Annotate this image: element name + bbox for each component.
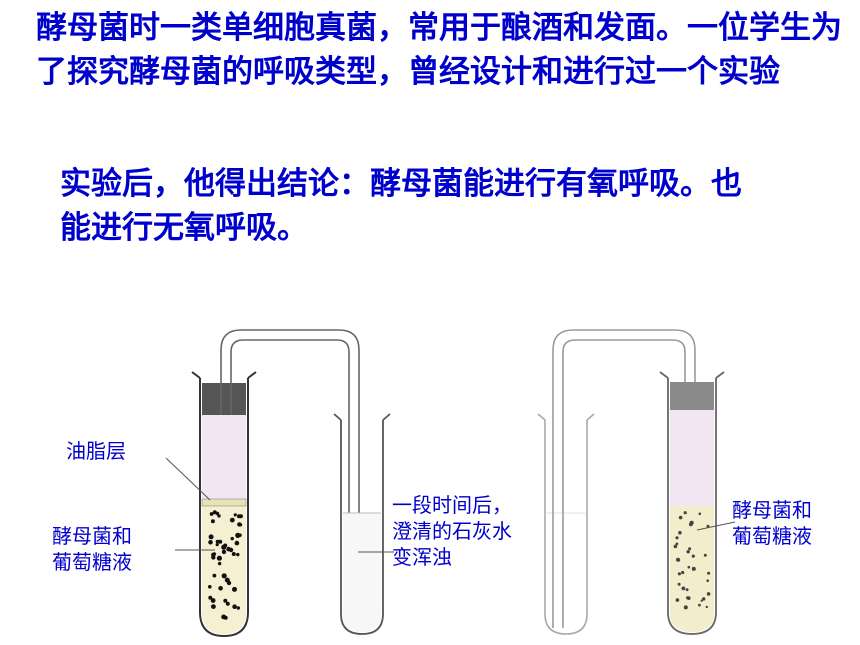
yeast-particle [706, 579, 709, 582]
yeast-particle [698, 603, 701, 607]
yeast-particle [230, 536, 234, 541]
yeast-particle [223, 598, 228, 603]
yeast-particle [707, 571, 711, 575]
yeast-particle [702, 597, 706, 601]
yeast-particle [691, 554, 695, 558]
yeast-particle [687, 565, 691, 569]
yeast-glucose-label-right: 酵母菌和 葡萄糖液 [732, 497, 812, 549]
yeast-particle [685, 588, 689, 592]
yeast-particle [686, 550, 690, 554]
delivery-tube-2 [552, 329, 696, 628]
yeast-particle [675, 598, 680, 602]
delivery-tube-1 [220, 329, 360, 628]
limewater-tube [333, 413, 391, 635]
yeast-particle [677, 558, 681, 562]
yeast-particle [237, 514, 241, 519]
yeast-particle [208, 585, 212, 589]
yeast-particle [234, 540, 240, 546]
yeast-particle [238, 533, 242, 537]
yeast-particle [698, 512, 702, 516]
yeast-particle [208, 534, 214, 540]
yeast-particle [678, 530, 682, 535]
label-line: 澄清的石灰水 [392, 519, 512, 543]
yeast-particle [215, 539, 220, 544]
yeast-particle [232, 604, 237, 609]
yeast-particle [218, 539, 223, 544]
yeast-particle [677, 582, 681, 586]
rubber-stopper-left [202, 383, 246, 415]
yeast-particle [703, 553, 707, 557]
yeast-particle [223, 615, 228, 620]
yeast-particle [211, 555, 216, 560]
yeast-particle [705, 605, 708, 609]
oil-layer-label: 油脂层 [66, 439, 126, 463]
yeast-particle [216, 555, 222, 561]
right-test-tube [659, 371, 725, 635]
yeast-particle [211, 604, 216, 609]
limewater-label: 一段时间后， 澄清的石灰水 变浑浊 [392, 492, 512, 570]
label-line: 变浑浊 [392, 545, 452, 569]
yeast-particle [677, 572, 682, 576]
yeast-particle [231, 552, 236, 556]
yeast-particle [226, 546, 231, 552]
yeast-particle [688, 522, 693, 527]
left-test-tube [191, 371, 257, 638]
oil-layer [201, 498, 247, 507]
rubber-stopper-right [670, 382, 714, 410]
yeast-particle [215, 543, 219, 547]
yeast-particle [210, 598, 216, 603]
yeast-particle [683, 511, 687, 515]
yeast-particle [208, 540, 213, 545]
yeast-particle [212, 573, 217, 578]
yeast-particle [706, 592, 711, 596]
label-line: 葡萄糖液 [732, 524, 812, 548]
label-line: 酵母菌和 [52, 524, 132, 548]
yeast-particle [683, 605, 688, 610]
yeast-particle [225, 601, 230, 606]
yeast-particle [236, 552, 240, 557]
yeast-particle [208, 595, 213, 600]
yeast-particle [221, 544, 227, 550]
yeast-particle [673, 544, 678, 549]
yeast-particle [210, 519, 215, 524]
yeast-particle [233, 513, 237, 517]
yeast-particle [226, 580, 232, 586]
yeast-particle [675, 542, 679, 546]
yeast-particle [678, 515, 683, 520]
label-line: 酵母菌和 [732, 498, 812, 522]
yeast-particle [217, 514, 221, 518]
label-line: 葡萄糖液 [52, 550, 132, 574]
yeast-particle [688, 547, 692, 551]
intro-text: 酵母菌时一类单细胞真菌，常用于酿酒和发面。一位学生为了探究酵母菌的呼吸类型，曾经… [36, 10, 842, 90]
leader-lines [165, 457, 736, 553]
yeast-particle [681, 586, 686, 591]
conclusion-text: 实验后，他得出结论：酵母菌能进行有氧呼吸。也能进行无氧呼吸。 [60, 166, 742, 246]
yeast-particle [681, 570, 685, 575]
yeast-particle [236, 606, 240, 610]
yeast-particle [686, 596, 689, 600]
yeast-particle [700, 599, 703, 602]
yeast-particle [221, 549, 227, 555]
yeast-particle [221, 573, 227, 579]
yeast-particle [212, 552, 217, 556]
yeast-glucose-label-left: 酵母菌和 葡萄糖液 [52, 523, 132, 575]
yeast-particle [217, 561, 222, 566]
yeast-particle [218, 586, 223, 591]
label-line: 一段时间后， [392, 493, 512, 517]
yeast-particle [675, 536, 679, 540]
yeast-particle [237, 522, 242, 527]
yeast-particle [229, 517, 235, 523]
control-tube [537, 413, 595, 635]
yeast-particle [209, 512, 214, 516]
yeast-particle [691, 566, 696, 571]
yeast-particle [232, 586, 237, 592]
